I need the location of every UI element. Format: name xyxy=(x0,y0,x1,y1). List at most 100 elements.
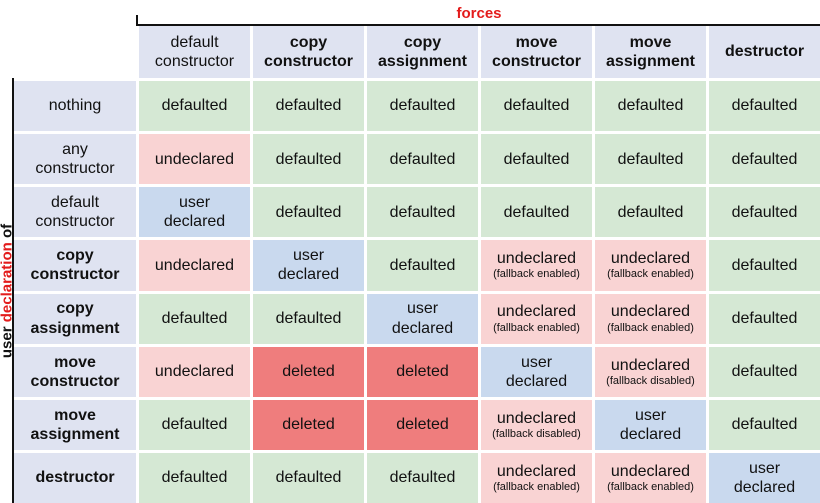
cell-text: undeclared(fallback enabled) xyxy=(493,249,580,281)
cell-status: undeclared xyxy=(610,250,691,268)
table-cell-defaulted: defaulted xyxy=(367,452,478,503)
cell-status: undeclared xyxy=(610,303,691,321)
row-header: nothing xyxy=(14,81,136,132)
table-cell-deleted: deleted xyxy=(253,346,364,397)
cell-line: constructor xyxy=(30,372,120,390)
table-cell-defaulted: defaulted xyxy=(709,293,820,344)
table-cell-undeclared: undeclared xyxy=(139,346,250,397)
cell-text: undeclared(fallback enabled) xyxy=(607,462,694,494)
table-cell-undeclared: undeclared xyxy=(139,240,250,291)
table-cell-defaulted: defaulted xyxy=(367,81,478,132)
cell-line: declared xyxy=(505,372,568,390)
cell-fallback-note: (fallback disabled) xyxy=(606,374,695,387)
cell-fallback-note: (fallback enabled) xyxy=(607,321,694,334)
table-cell-defaulted: defaulted xyxy=(139,293,250,344)
cell-text: undeclared(fallback enabled) xyxy=(607,302,694,334)
table-cell-undeclared: undeclared(fallback disabled) xyxy=(595,346,706,397)
cell-fallback-note: (fallback enabled) xyxy=(493,321,580,334)
cell-line: constructor xyxy=(492,53,581,70)
cell-line: any xyxy=(62,141,88,158)
table-cell-defaulted: defaulted xyxy=(709,346,820,397)
table-cell-deleted: deleted xyxy=(367,346,478,397)
declaration-side-label: user declaration of xyxy=(0,78,16,503)
table-cell-defaulted: defaulted xyxy=(253,81,364,132)
table-cell-deleted: deleted xyxy=(367,399,478,450)
table-cell-defaulted: defaulted xyxy=(139,81,250,132)
table-cell-defaulted: defaulted xyxy=(709,240,820,291)
table-cell-defaulted: defaulted xyxy=(253,187,364,238)
table-cell-defaulted: defaulted xyxy=(481,81,592,132)
table-cell-defaulted: defaulted xyxy=(253,134,364,185)
cell-line: copy xyxy=(56,300,94,318)
table-cell-defaulted: defaulted xyxy=(481,134,592,185)
table-cell-undeclared: undeclared(fallback enabled) xyxy=(595,452,706,503)
table-cell-defaulted: defaulted xyxy=(709,399,820,450)
cell-line: copy xyxy=(56,247,94,265)
cell-fallback-note: (fallback enabled) xyxy=(607,268,694,281)
declaration-side-rule xyxy=(12,78,14,503)
cell-status: undeclared xyxy=(496,250,577,268)
cell-status: undeclared xyxy=(496,462,577,480)
cell-text: undeclared(fallback disabled) xyxy=(606,356,695,388)
cell-status: undeclared xyxy=(610,356,691,374)
cell-line: user xyxy=(292,247,325,265)
table-cell-defaulted: defaulted xyxy=(367,187,478,238)
table-cell-undeclared: undeclared(fallback enabled) xyxy=(595,293,706,344)
cell-line: move xyxy=(54,353,96,371)
cell-fallback-note: (fallback enabled) xyxy=(493,268,580,281)
cell-text: undeclared(fallback enabled) xyxy=(493,462,580,494)
cell-line: copy xyxy=(403,33,442,51)
cell-fallback-note: (fallback enabled) xyxy=(607,480,694,493)
cell-line: copy xyxy=(289,33,328,51)
table-cell-undeclared: undeclared(fallback disabled) xyxy=(481,399,592,450)
cell-line: constructor xyxy=(154,53,235,70)
table-cell-undeclared: undeclared(fallback enabled) xyxy=(481,293,592,344)
table-corner xyxy=(14,26,136,78)
cell-status: undeclared xyxy=(496,303,577,321)
cell-line: move xyxy=(515,33,558,51)
cell-line: assignment xyxy=(30,425,120,443)
table-cell-defaulted: defaulted xyxy=(481,187,592,238)
cell-line: constructor xyxy=(30,266,120,284)
table-cell-defaulted: defaulted xyxy=(367,240,478,291)
table-cell-undeclared: undeclared xyxy=(139,134,250,185)
cell-line: declared xyxy=(391,319,454,337)
cell-line: assignment xyxy=(606,53,695,70)
forces-underline xyxy=(138,24,820,26)
table-cell-defaulted: defaulted xyxy=(595,187,706,238)
table-cell-defaulted: defaulted xyxy=(253,293,364,344)
table-cell-undeclared: undeclared(fallback enabled) xyxy=(481,452,592,503)
cell-line: user xyxy=(178,194,211,212)
table-cell-defaulted: defaulted xyxy=(139,452,250,503)
table-cell-defaulted: defaulted xyxy=(595,134,706,185)
cell-line: user xyxy=(520,353,553,371)
cell-line: user xyxy=(406,300,439,318)
